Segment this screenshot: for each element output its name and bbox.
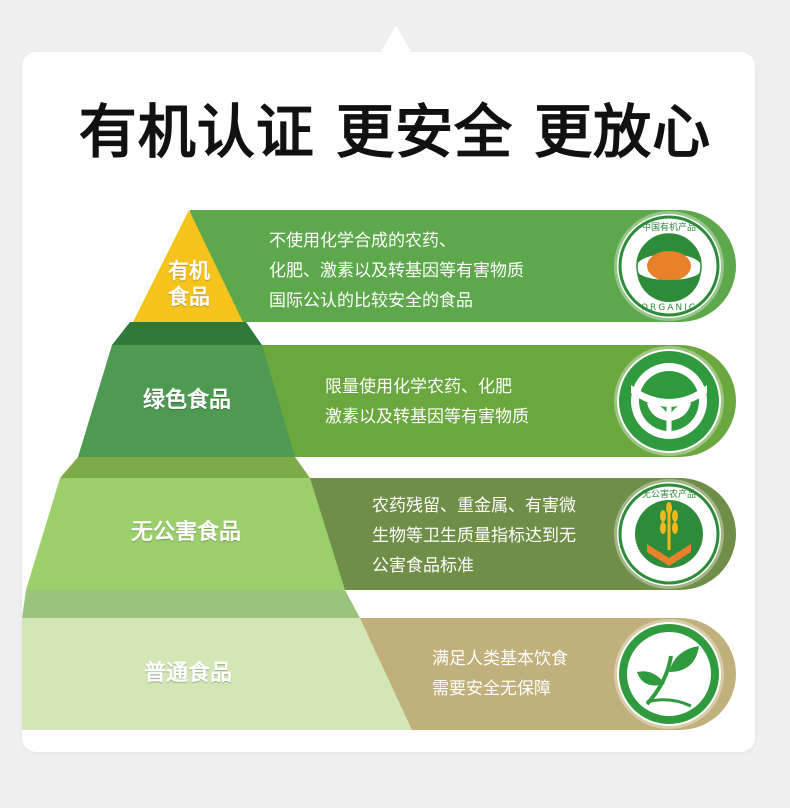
desc-organic-line: 国际公认的比较安全的食品 xyxy=(269,291,473,311)
tier-label-green: 绿色食品 xyxy=(142,388,231,413)
desc-green: 限量使用化学农药、化肥 激素以及转基因等有害物质 xyxy=(325,372,529,432)
tier-label-organic-line2: 食品 xyxy=(168,285,210,309)
organic-logo-bottom-text: ORGANIC xyxy=(641,303,697,313)
organic-band xyxy=(190,210,736,322)
desc-organic-line: 化肥、激素以及转基因等有害物质 xyxy=(269,261,524,281)
green-pyramid-tier xyxy=(78,345,295,457)
green-food-icon xyxy=(617,349,721,453)
desc-organic: 不使用化学合成的农药、 化肥、激素以及转基因等有害物质 国际公认的比较安全的食品 xyxy=(269,226,524,316)
tier-label-ordinary: 普通食品 xyxy=(143,661,232,686)
tier3-top-edge xyxy=(60,457,310,478)
desc-ordinary: 满足人类基本饮食 需要安全无保障 xyxy=(432,644,568,704)
desc-green-line: 限量使用化学农药、化肥 xyxy=(325,377,512,397)
tier2-top-edge xyxy=(112,322,262,345)
desc-pollution-free: 农药残留、重金属、有害微 生物等卫生质量指标达到无 公害食品标准 xyxy=(372,491,576,581)
desc-ordinary-line: 需要安全无保障 xyxy=(432,679,551,699)
green-band xyxy=(250,345,736,457)
desc-pollution-free-line: 公害食品标准 xyxy=(372,556,474,576)
page-title: 有机认证 更安全 更放心 xyxy=(78,98,712,166)
organic-pyramid-tip xyxy=(133,210,243,322)
ordinary-pyramid-tier xyxy=(22,618,412,730)
card-pointer xyxy=(380,26,412,53)
desc-organic-line: 不使用化学合成的农药、 xyxy=(269,231,456,251)
desc-ordinary-line: 满足人类基本饮食 xyxy=(432,649,568,669)
pollution-free-logo-text: 无公害农产品 xyxy=(642,488,696,500)
pollution-free-pyramid-tier xyxy=(26,478,345,590)
tier4-top-edge xyxy=(22,590,360,618)
desc-green-line: 激素以及转基因等有害物质 xyxy=(325,407,529,427)
pollution-free-icon: 无公害农产品 xyxy=(617,482,721,586)
tier-label-organic-line1: 有机 xyxy=(168,259,210,283)
desc-pollution-free-line: 农药残留、重金属、有害微 xyxy=(372,496,576,516)
organic-logo-top-text: 中国有机产品 xyxy=(642,221,696,233)
organic-certification-icon: 中国有机产品 ORGANIC xyxy=(617,214,721,318)
tier-label-pollution-free: 无公害食品 xyxy=(130,520,241,545)
desc-pollution-free-line: 生物等卫生质量指标达到无 xyxy=(372,526,576,546)
leaf-sprout-icon xyxy=(617,622,721,726)
tier-label-organic: 有机 食品 xyxy=(139,258,239,310)
